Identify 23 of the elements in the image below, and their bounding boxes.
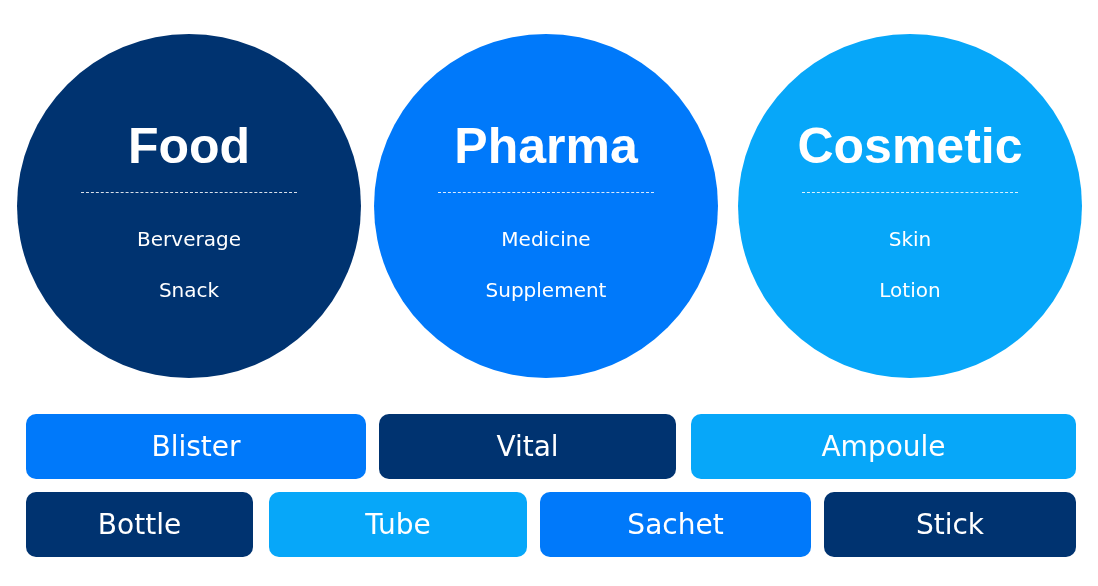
format-tag [269,492,527,557]
format-tag [379,414,676,479]
category-item: Berverage [137,226,241,252]
format-label: Vital [496,429,559,464]
category-heading: Cosmetic [797,118,1023,174]
category-item: Snack [158,277,220,303]
format-tag [26,414,366,479]
format-label: Sachet [627,507,724,542]
format-label: Bottle [97,507,182,542]
category-heading: Pharma [454,118,638,174]
format-tag [824,492,1076,557]
category-item: Lotion [879,277,941,303]
format-tag [26,492,253,557]
format-tag [691,414,1076,479]
format-label: Tube [365,507,431,542]
category-item: Supplement [485,277,607,303]
category-item: Medicine [501,226,591,252]
category-item: Skin [888,226,932,252]
format-label: Stick [915,507,985,542]
format-tag [540,492,811,557]
category-heading: Food [127,118,251,174]
format-label: Blister [151,429,241,464]
format-label: Ampoule [821,429,946,464]
